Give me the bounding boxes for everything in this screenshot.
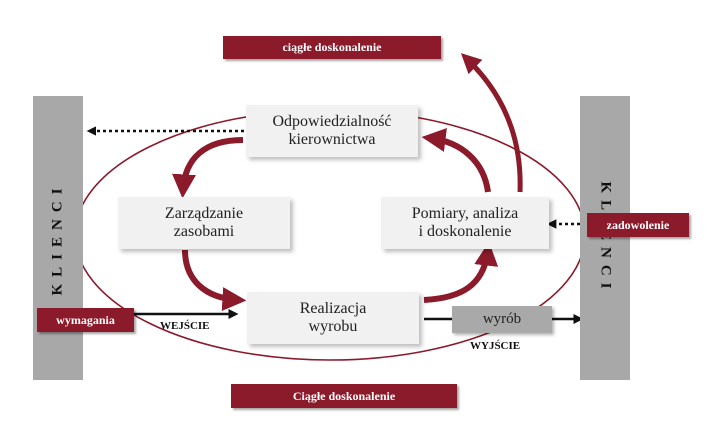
product-box: wyrób <box>452 306 552 333</box>
resources-line-1: Zarządzanie <box>164 204 244 222</box>
management-responsibility-box: Odpowiedzialność kierownictwa <box>246 105 418 157</box>
output-label: WYJŚCIE <box>470 340 521 352</box>
arrow-resources-to-realization <box>182 249 247 312</box>
clients-right-bar: KLIENCI <box>580 96 630 380</box>
arrow-measurement-to-management <box>421 128 491 193</box>
resource-management-box: Zarządzanie zasobami <box>118 197 290 249</box>
continuous-improvement-bottom-label: Ciągłe doskonalenie <box>231 384 457 408</box>
input-label: WEJŚCIE <box>160 320 210 332</box>
clients-left-label: KLIENCI <box>49 180 66 296</box>
clients-left-bar: KLIENCI <box>33 96 83 380</box>
arrow-realization-to-measurement <box>423 241 499 303</box>
arrow-improvement-upward <box>460 53 523 193</box>
satisfaction-label: zadowolenie <box>587 213 689 237</box>
continuous-improvement-top-label: ciągłe doskonalenie <box>223 36 441 59</box>
requirements-label: wymagania <box>37 308 134 332</box>
management-line-2: kierownictwa <box>288 131 376 148</box>
resources-line-2: zasobami <box>173 223 235 240</box>
measurement-analysis-box: Pomiary, analiza i doskonalenie <box>381 197 549 249</box>
realization-line-1: Realizacja <box>299 299 367 317</box>
management-line-1: Odpowiedzialność <box>272 112 392 130</box>
arrow-management-to-resources <box>172 137 244 199</box>
clients-right-label: KLIENCI <box>597 180 614 296</box>
measurement-line-1: Pomiary, analiza <box>411 204 519 222</box>
realization-line-2: wyrobu <box>308 318 358 335</box>
product-realization-box: Realizacja wyrobu <box>247 292 419 344</box>
measurement-line-2: i doskonalenie <box>418 223 512 240</box>
